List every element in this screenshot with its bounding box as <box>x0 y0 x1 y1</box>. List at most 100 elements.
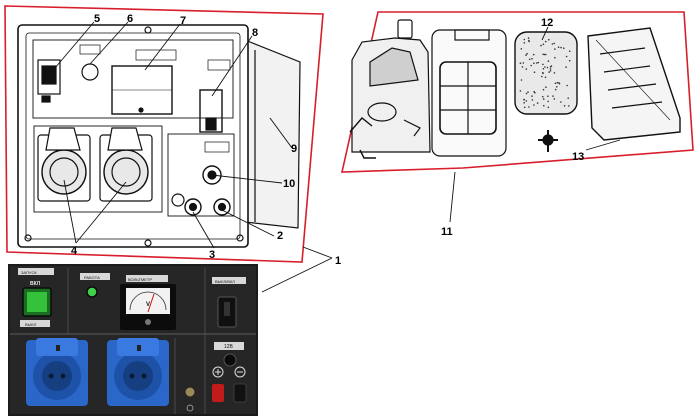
callout-3: 3 <box>209 249 215 261</box>
filter-speckle <box>533 62 535 64</box>
filter-speckle <box>520 79 523 81</box>
photo-socket-right <box>107 338 169 406</box>
filter-speckle <box>536 62 538 64</box>
callout-10: 10 <box>283 178 295 190</box>
filter-speckle <box>553 98 556 100</box>
photo-terminal-pos <box>212 384 224 402</box>
photo-socket-left <box>26 338 88 406</box>
filter-speckle <box>544 76 547 79</box>
filter-speckle <box>527 37 530 39</box>
filter-speckle <box>560 101 562 103</box>
filter-speckle <box>566 84 568 87</box>
filter-speckle <box>530 64 532 67</box>
filter-speckle <box>533 71 536 73</box>
callout-12: 12 <box>541 17 553 29</box>
callout-8: 8 <box>252 27 258 39</box>
filter-speckle <box>533 90 535 93</box>
filter-speckle <box>553 72 556 74</box>
socket-right-outline <box>99 127 153 202</box>
air-filter-frame <box>340 11 694 173</box>
filter-speckle <box>568 50 571 52</box>
filter-speckle <box>544 40 547 43</box>
callout-5: 5 <box>94 13 100 25</box>
terminal-neg-outline <box>184 198 202 216</box>
filter-speckle <box>523 38 526 41</box>
filter-speckle <box>531 95 533 97</box>
filter-element-texture <box>519 37 571 109</box>
photo-start-label: ЗАПУСК <box>21 270 37 275</box>
filter-cover <box>587 27 681 141</box>
filter-speckle <box>549 70 552 72</box>
photo-ground-terminal <box>184 386 196 398</box>
panel-photo: ЗАПУСК ВКЛ ВЫКЛ РАБОТА ВОЛЬТМЕТР V ВЫКЛ/… <box>8 264 258 416</box>
filter-speckle <box>568 59 571 62</box>
photo-dc-label: 12В <box>224 344 234 350</box>
filter-speckle <box>545 53 547 56</box>
photo-terminal-neg <box>233 383 247 403</box>
filter-speckle <box>568 105 570 107</box>
leader-lines <box>54 21 621 293</box>
breaker-outline <box>199 89 223 133</box>
terminal-pos-outline <box>213 198 231 216</box>
filter-speckle <box>522 62 525 64</box>
filter-speckle <box>528 58 531 61</box>
side-housing <box>244 39 301 229</box>
filter-speckle <box>556 81 559 84</box>
filter-speckle <box>549 68 552 70</box>
filter-speckle <box>560 46 562 49</box>
filter-speckle <box>526 52 528 55</box>
filter-speckle <box>519 90 522 92</box>
filter-speckle <box>521 66 524 68</box>
photo-voltmeter-label: ВОЛЬТМЕТР <box>128 277 152 282</box>
filter-speckle <box>542 98 545 100</box>
filter-speckle <box>563 47 565 49</box>
filter-speckle <box>550 65 553 67</box>
filter-speckle <box>543 53 546 56</box>
wing-nut <box>538 130 558 152</box>
filter-speckle <box>547 60 550 62</box>
callout-1: 1 <box>335 255 341 267</box>
filter-speckle <box>557 46 560 48</box>
filter-speckle <box>533 104 535 106</box>
filter-speckle <box>548 38 550 41</box>
filter-element <box>514 31 578 115</box>
photo-work-label: РАБОТА <box>84 275 100 280</box>
filter-speckle <box>531 99 534 101</box>
filter-speckle <box>525 68 528 70</box>
filter-speckle <box>519 62 522 64</box>
callout-4: 4 <box>71 245 78 257</box>
filter-speckle <box>542 68 545 70</box>
photo-switch-label: ВКЛ <box>30 281 41 287</box>
filter-speckle <box>542 43 545 46</box>
filter-speckle <box>553 42 555 45</box>
filter-speckle <box>531 57 533 60</box>
filter-speckle <box>542 71 544 74</box>
filter-speckle <box>520 48 523 50</box>
callout-13: 13 <box>572 151 584 163</box>
callout-6: 6 <box>127 13 133 25</box>
filter-speckle <box>525 54 527 56</box>
filter-speckle <box>543 104 545 107</box>
filter-speckle <box>542 63 544 66</box>
filter-speckle <box>532 53 535 56</box>
filter-speckle <box>542 95 544 98</box>
filter-speckle <box>547 106 550 109</box>
filter-speckle <box>523 106 526 109</box>
filter-speckle <box>563 105 566 107</box>
photo-stop-label: ВЫКЛ <box>25 322 37 327</box>
filter-speckle <box>547 95 549 97</box>
filter-speckle <box>567 97 569 99</box>
air-filter-drawing <box>349 19 681 159</box>
photo-breaker-label: ВЫКЛ/ВКЛ <box>215 279 235 284</box>
filter-speckle <box>565 55 568 58</box>
photo-work-lamp <box>86 286 98 298</box>
filter-speckle <box>554 56 556 59</box>
filter-speckle <box>528 106 530 108</box>
filter-speckle <box>540 44 542 47</box>
filter-speckle <box>544 66 546 68</box>
filter-speckle <box>542 53 544 56</box>
filter-speckle <box>547 100 549 103</box>
filter-speckle <box>558 82 560 84</box>
filter-speckle <box>523 42 526 44</box>
